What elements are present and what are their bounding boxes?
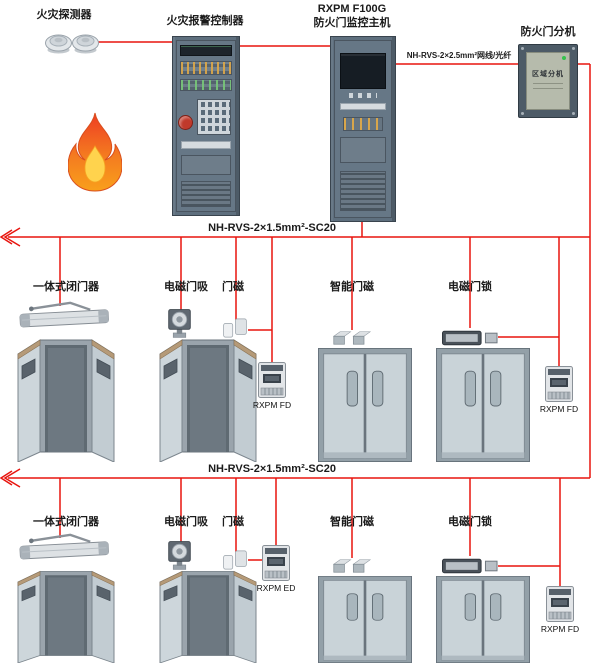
double-door-closed bbox=[318, 348, 412, 462]
host-indicator-row bbox=[343, 117, 383, 131]
row1-closer-label: 一体式闭门器 bbox=[33, 281, 99, 293]
host-label-line1: RXPM F100G bbox=[317, 3, 387, 15]
alarm-handset-icon bbox=[178, 115, 193, 130]
smart-door-contact-icon bbox=[333, 331, 371, 345]
host-extension-cable-label: NH-RVS-2×2.5mm²网线/光纤 bbox=[406, 51, 512, 60]
bus1-cable-label: NH-RVS-2×1.5mm²-SC20 bbox=[208, 222, 336, 234]
monitor-module bbox=[262, 545, 290, 581]
fire-alarm-controller-cabinet bbox=[172, 36, 240, 216]
smoke-detector-icon bbox=[45, 34, 72, 54]
panel-divider bbox=[533, 83, 563, 84]
extension-inner-panel: 区域分机 bbox=[526, 52, 570, 110]
bus2-break-icon bbox=[0, 468, 21, 488]
row2-holder-label: 电磁门吸 bbox=[164, 516, 208, 528]
power-led bbox=[562, 56, 566, 60]
monitor-module bbox=[546, 586, 574, 622]
host-button-row bbox=[349, 93, 377, 98]
bus1-break-icon bbox=[0, 227, 21, 247]
row2-contact-label: 门磁 bbox=[222, 516, 244, 528]
fire-door-extension-unit: 区域分机 bbox=[518, 44, 578, 118]
wire-row1-drops bbox=[59, 237, 560, 366]
row1-maglock-label: 电磁门锁 bbox=[448, 281, 492, 293]
host-screen bbox=[340, 53, 386, 89]
extension-panel-text: 区域分机 bbox=[532, 71, 564, 78]
host-vent-grille bbox=[340, 171, 386, 211]
smoke-detector-icon bbox=[72, 34, 99, 54]
screw-icon bbox=[521, 112, 524, 115]
door-holder-icon bbox=[168, 541, 191, 570]
wire-row2-drops bbox=[59, 478, 561, 586]
alarm-lower-panel bbox=[181, 155, 231, 175]
double-door-open bbox=[17, 571, 115, 663]
monitor-module bbox=[545, 366, 573, 402]
extension-label: 防火门分机 bbox=[520, 26, 576, 38]
row1-smart-label: 智能门磁 bbox=[330, 281, 374, 293]
row2-maglock-label: 电磁门锁 bbox=[448, 516, 492, 528]
row1-module1-label: RXPM FD bbox=[252, 400, 292, 410]
double-door-open bbox=[159, 571, 257, 663]
alarm-indicator-grid bbox=[180, 61, 232, 75]
monitor-module bbox=[258, 362, 286, 398]
door-contact-icon bbox=[223, 550, 247, 570]
alarm-label-strip bbox=[181, 141, 231, 149]
wire-top-run bbox=[96, 41, 591, 478]
screw-icon bbox=[572, 112, 575, 115]
host-label-strip bbox=[340, 103, 386, 110]
maglock-icon bbox=[442, 558, 498, 574]
detectors-label: 火灾探测器 bbox=[36, 9, 92, 21]
row2-smart-label: 智能门磁 bbox=[330, 516, 374, 528]
double-door-closed bbox=[318, 576, 412, 663]
row2-module2-label: RXPM FD bbox=[540, 624, 580, 634]
row2-module1-label: RXPM ED bbox=[256, 583, 296, 593]
row1-module2-label: RXPM FD bbox=[539, 404, 579, 414]
smart-door-contact-icon bbox=[333, 559, 371, 573]
double-door-open bbox=[159, 339, 257, 462]
alarm-button-grid bbox=[197, 99, 231, 135]
fire-door-monitor-host-cabinet bbox=[330, 36, 396, 222]
panel-divider bbox=[533, 88, 563, 89]
row1-holder-label: 电磁门吸 bbox=[164, 281, 208, 293]
double-door-closed bbox=[436, 348, 530, 462]
screw-icon bbox=[572, 47, 575, 50]
door-closer-icon bbox=[18, 531, 110, 561]
double-door-closed bbox=[436, 576, 530, 663]
door-holder-icon bbox=[168, 309, 191, 338]
door-contact-icon bbox=[223, 318, 247, 338]
door-closer-icon bbox=[18, 299, 110, 329]
double-door-open bbox=[17, 339, 115, 462]
alarm-indicator-grid-2 bbox=[180, 79, 232, 91]
host-label-line2: 防火门监控主机 bbox=[313, 17, 391, 29]
bus2-cable-label: NH-RVS-2×1.5mm²-SC20 bbox=[208, 463, 336, 475]
flame-icon bbox=[68, 112, 122, 192]
alarm-controller-label: 火灾报警控制器 bbox=[166, 15, 244, 27]
host-lower-panel bbox=[340, 137, 386, 163]
row1-contact-label: 门磁 bbox=[222, 281, 244, 293]
screw-icon bbox=[521, 47, 524, 50]
row2-closer-label: 一体式闭门器 bbox=[33, 516, 99, 528]
alarm-vent-grille bbox=[181, 181, 231, 207]
alarm-display bbox=[180, 45, 232, 56]
maglock-icon bbox=[442, 330, 498, 346]
